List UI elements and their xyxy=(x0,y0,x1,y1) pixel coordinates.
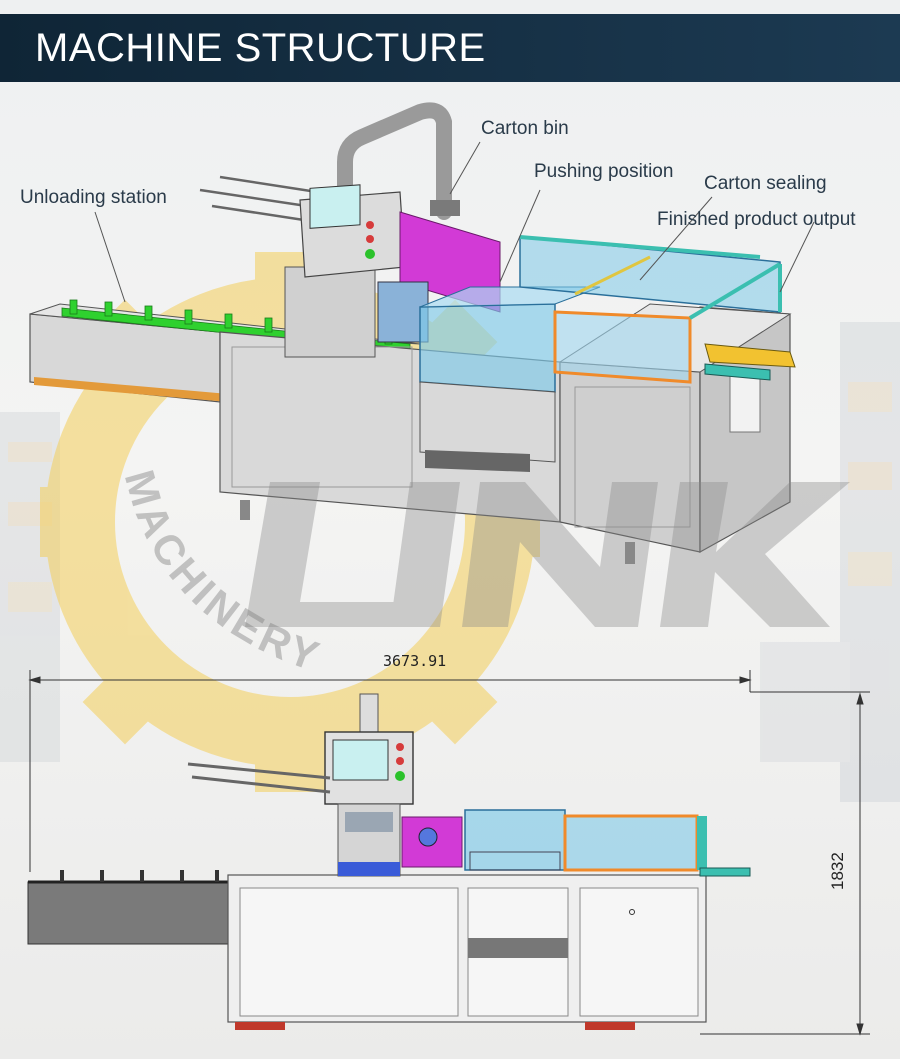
warehouse-background xyxy=(0,322,900,802)
dimension-length: 3673.91 xyxy=(383,652,447,670)
dimension-lines xyxy=(28,670,870,1036)
callout-pushing-position: Pushing position xyxy=(534,161,674,182)
callout-carton-sealing: Carton sealing xyxy=(704,173,827,194)
watermark-letters xyxy=(245,482,850,627)
callout-finished-product-output: Finished product output xyxy=(657,209,856,230)
machine-isometric-view xyxy=(29,102,796,564)
dimension-height: 1832 xyxy=(828,852,847,890)
machine-side-view xyxy=(27,693,751,1030)
machine-drawing xyxy=(0,102,900,1036)
page-header: MACHINE STRUCTURE xyxy=(0,14,900,82)
callout-unloading-station: Unloading station xyxy=(20,187,167,208)
callout-leaders xyxy=(94,141,815,303)
callout-carton-bin: Carton bin xyxy=(481,118,569,139)
page-title: MACHINE STRUCTURE xyxy=(35,26,486,70)
